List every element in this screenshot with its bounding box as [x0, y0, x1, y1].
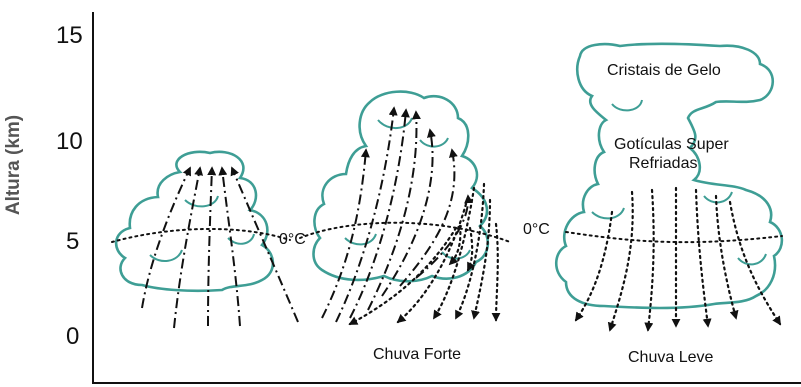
downdraft-arrow [466, 226, 476, 272]
mature-storm-cloud [312, 90, 490, 283]
downdraft-arrow [432, 186, 476, 320]
updraft-arrow [141, 166, 191, 309]
supercooled-droplets-label-line2: Refriadas [629, 155, 698, 172]
freezing-level-line-right [565, 231, 783, 244]
downdraft-arrow [396, 202, 468, 324]
freezing-level-label-left: 0°C [279, 231, 306, 248]
updraft-arrow [218, 166, 241, 327]
updraft-arrows-storm-cloud [321, 106, 474, 323]
y-axis-label: Altura (km) [3, 114, 24, 216]
small-cloud-inner-curl [184, 195, 219, 208]
small-cloud-inner-curl [149, 249, 183, 262]
updraft-arrow [173, 166, 204, 329]
updraft-arrow [349, 108, 410, 319]
heavy-rain-label: Chuva Forte [373, 346, 462, 363]
updraft-arrow [230, 166, 299, 323]
updraft-arrow [367, 110, 421, 311]
updraft-arrow [335, 106, 398, 323]
downdraft-arrow [574, 210, 614, 322]
y-tick-15: 15 [56, 22, 83, 49]
freezing-level-label-right: 0°C [523, 221, 550, 238]
dissipating-cloud-inner-curl [703, 191, 733, 204]
y-tick-5: 5 [66, 228, 80, 255]
downdraft-arrow [471, 198, 492, 320]
updraft-arrows-small-cloud [141, 166, 299, 329]
downdraft-arrows-dissipating-cloud [574, 186, 782, 332]
small-cumulus-cloud [114, 150, 275, 293]
freezing-level-line-middle [299, 221, 511, 243]
ice-crystals-label: Cristais de Gelo [607, 62, 721, 79]
updraft-arrow [207, 166, 217, 327]
downdraft-arrow [644, 188, 655, 332]
updraft-arrow [381, 128, 436, 297]
downdraft-arrow [491, 222, 501, 322]
anvil-inner-curl [611, 99, 643, 112]
light-rain-label: Chuva Leve [628, 349, 714, 366]
downdraft-arrow [448, 224, 462, 266]
y-tick-0: 0 [66, 323, 80, 350]
downdraft-arrows-storm-cloud [348, 182, 501, 326]
downdraft-arrow [607, 190, 634, 332]
storm-cloud-inner-curl [344, 233, 377, 246]
y-tick-10: 10 [56, 128, 83, 155]
downdraft-arrow [348, 226, 458, 326]
dissipating-cloud [554, 42, 784, 310]
downdraft-arrow [454, 182, 486, 320]
dissipating-cloud-inner-curl [591, 207, 625, 220]
downdraft-arrow [728, 200, 782, 326]
storm-cloud-inner-curl [377, 117, 413, 129]
dissipating-cloud-inner-curl [737, 253, 767, 266]
storm-cloud-inner-curl [419, 137, 449, 148]
updraft-arrow [321, 148, 370, 319]
downdraft-arrow [694, 188, 712, 328]
supercooled-droplets-label-line1: Gotículas Super [614, 136, 729, 153]
updraft-arrow [399, 148, 458, 287]
downdraft-arrow [714, 194, 739, 320]
